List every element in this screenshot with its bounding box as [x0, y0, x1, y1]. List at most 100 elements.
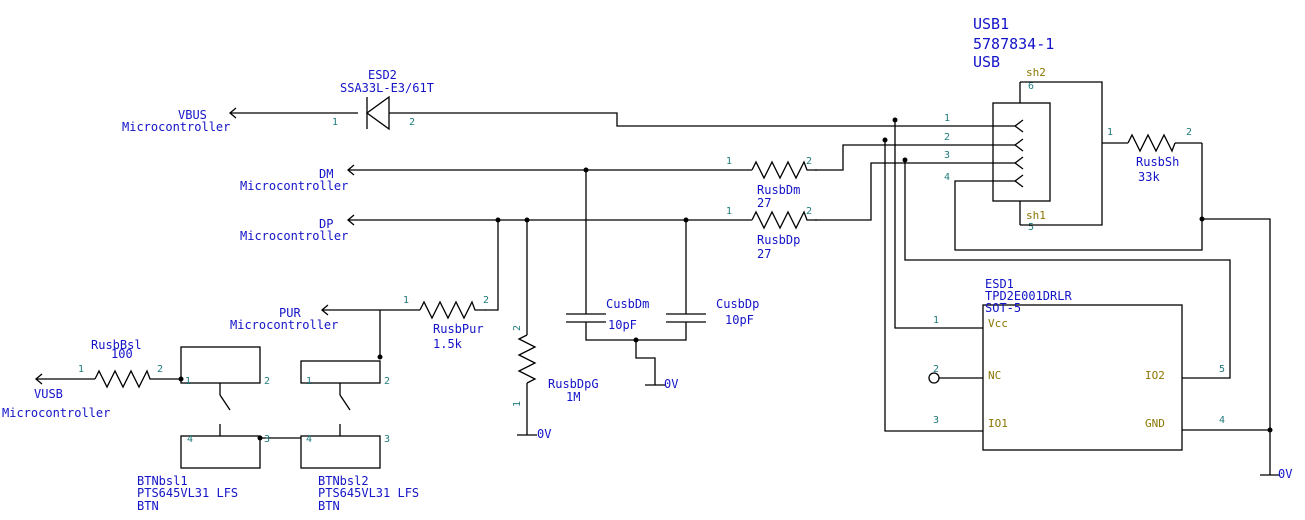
esd1-part: TPD2E001DRLR — [985, 289, 1072, 303]
usb1-pin6: 6 — [1028, 81, 1034, 92]
net-vbus-mcu: Microcontroller — [122, 120, 230, 134]
btnbsl1-part: PTS645VL31 LFS — [137, 486, 238, 500]
net-vusb-mcu: Microcontroller — [2, 406, 110, 420]
rusbdpg-ref: RusbDpG — [548, 377, 599, 391]
rusbpur-ref: RusbPur — [433, 322, 484, 336]
net-pur-mcu: Microcontroller — [230, 318, 338, 332]
esd1-pin1-num: 1 — [933, 315, 939, 326]
esd1-pin5-num: 5 — [1219, 364, 1225, 375]
btnbsl1-pin2: 2 — [264, 376, 270, 387]
usb1-pin4: 4 — [944, 172, 950, 183]
esd2-part: SSA33L-E3/61T — [340, 81, 434, 95]
usb1-connector — [992, 82, 1051, 225]
rusbsh-pin1: 1 — [1107, 127, 1113, 138]
rusbdm-pin1: 1 — [726, 156, 732, 167]
btnbsl2-pin2: 2 — [384, 376, 390, 387]
rusbdm-pin2: 2 — [806, 156, 812, 167]
esd1-wiring — [884, 120, 1280, 476]
usb1-part: 5787834-1 — [973, 35, 1054, 53]
rusbbsl-pin1: 1 — [78, 364, 84, 375]
btnbsl2-kind: BTN — [318, 499, 340, 513]
esd1-package: SOT-5 — [985, 301, 1021, 315]
esd1-pin-io2: IO2 — [1145, 369, 1165, 382]
vbus-wiring — [228, 107, 1015, 127]
btnbsl2-pin3: 3 — [384, 434, 390, 445]
rusbbsl-value: 100 — [111, 347, 133, 361]
esd1-pin-nc: NC — [988, 369, 1001, 382]
esd2-pin1: 1 — [332, 117, 338, 128]
rusbsh-resistor — [1127, 133, 1176, 153]
usb1-sh2-label: sh2 — [1026, 66, 1046, 79]
shield-wires — [954, 81, 1203, 251]
cusbdp-capacitor — [666, 313, 706, 323]
dm-wiring — [346, 144, 1015, 176]
btnbsl2-pin1: 1 — [306, 376, 312, 387]
btnbsl1-pin4: 4 — [187, 434, 193, 445]
cusbdm-capacitor — [566, 313, 606, 323]
btnbsl1-pin1: 1 — [185, 376, 191, 387]
net-vbus: VBUS — [178, 108, 207, 122]
junction-dots — [178, 117, 1273, 441]
rusbdpg-resistor — [517, 334, 537, 384]
esd1-pin3-num: 3 — [933, 415, 939, 426]
net-vusb: VUSB — [34, 387, 63, 401]
caps-gnd-label: 0V — [664, 377, 678, 391]
rusbdpg-pin1: 1 — [512, 401, 523, 407]
btnbsl2-part: PTS645VL31 LFS — [318, 486, 419, 500]
usb1-pin3: 3 — [944, 150, 950, 161]
rusbpur-resistor — [419, 300, 486, 320]
rusbdp-pin1: 1 — [726, 206, 732, 217]
usb1-sh1-label: sh1 — [1026, 209, 1046, 222]
pur-wiring — [320, 220, 499, 357]
dp-wiring — [346, 162, 1015, 226]
net-dp: DP — [319, 217, 333, 231]
rusbdp-resistor — [751, 210, 817, 230]
btnbsl1-switch — [180, 346, 261, 469]
esd1-pin-vcc: Vcc — [988, 317, 1008, 330]
esd1-pin2-num: 2 — [933, 364, 939, 375]
esd2-diode — [365, 95, 390, 131]
usb1-pin5: 5 — [1028, 222, 1034, 233]
rusbdpg-pin2: 2 — [512, 325, 523, 331]
rusbpur-pin2: 2 — [483, 295, 489, 306]
usb1-kind: USB — [973, 53, 1000, 71]
esd2-pin2: 2 — [409, 117, 415, 128]
rusbbsl-pin2: 2 — [157, 364, 163, 375]
rusbsh-value: 33k — [1138, 170, 1160, 184]
net-dm-mcu: Microcontroller — [240, 179, 348, 193]
rusbdpg-value: 1M — [566, 390, 580, 404]
net-dp-mcu: Microcontroller — [240, 229, 348, 243]
rusbdm-value: 27 — [757, 196, 771, 210]
rusbsh-ref: RusbSh — [1136, 155, 1179, 169]
cusbdm-ref: CusbDm — [606, 297, 649, 311]
rusbbsl-resistor — [94, 369, 158, 389]
net-dm: DM — [319, 167, 333, 181]
rdpg-wiring — [517, 220, 537, 436]
usb1-ref: USB1 — [973, 15, 1009, 33]
esd2-ref: ESD2 — [368, 68, 397, 82]
rusbdm-ref: RusbDm — [757, 183, 800, 197]
rusbsh-pin2: 2 — [1186, 127, 1192, 138]
btnbsl2-pin4: 4 — [306, 434, 312, 445]
esd1-pin-io1: IO1 — [988, 417, 1008, 430]
usb1-pin1: 1 — [944, 113, 950, 124]
caps-wiring — [585, 170, 687, 386]
btnbsl2-ref: BTNbsl2 — [318, 474, 369, 488]
vusb-wiring — [34, 373, 181, 385]
net-pur: PUR — [279, 306, 301, 320]
btnbsl1-kind: BTN — [137, 499, 159, 513]
esd1-pin4-num: 4 — [1219, 415, 1225, 426]
cusbdm-value: 10pF — [608, 318, 637, 332]
rusbdp-ref: RusbDp — [757, 233, 800, 247]
rusbdp-value: 27 — [757, 247, 771, 261]
esd1-pin-gnd: GND — [1145, 417, 1165, 430]
btnbsl1-pin3: 3 — [264, 434, 270, 445]
rusbbsl-ref: RusbBsl — [91, 338, 142, 352]
cusbdp-value: 10pF — [725, 313, 754, 327]
rusbpur-pin1: 1 — [403, 295, 409, 306]
btnbsl1-ref: BTNbsl1 — [137, 474, 188, 488]
cusbdp-ref: CusbDp — [716, 297, 759, 311]
rusbdm-resistor — [751, 160, 817, 180]
rdpg-gnd-label: 0V — [537, 427, 551, 441]
